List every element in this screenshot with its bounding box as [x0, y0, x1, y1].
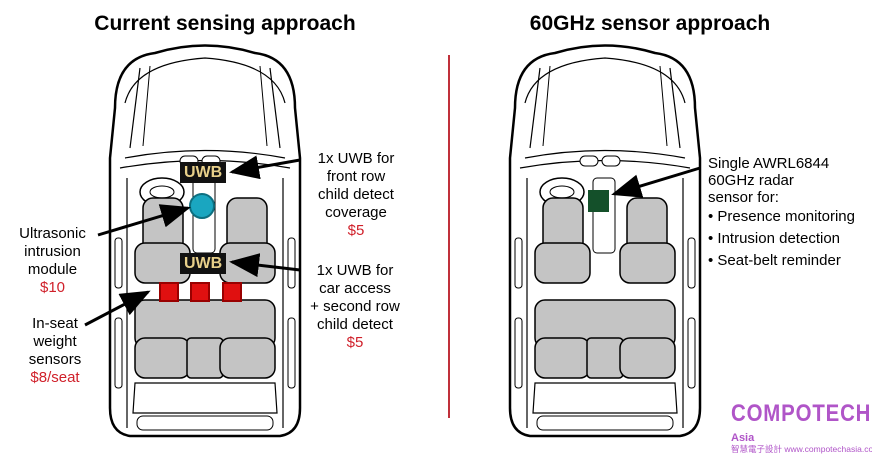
weight-sensor-icon [159, 282, 179, 302]
weight-sensor-icon [190, 282, 210, 302]
compotech-watermark: COMPOTECHAsia 智慧電子設計 www.compotechasia.c… [731, 400, 872, 454]
callout-uwb-rear: 1x UWB for car access + second row child… [290, 262, 420, 352]
callout-ultrasonic: Ultrasonic intrusion module $10 [10, 225, 95, 297]
arrow-ultrasonic [97, 204, 191, 237]
price-weight-sensors: $8/seat [30, 369, 80, 386]
price-uwb-rear: $5 [346, 334, 364, 351]
arrow-uwb-rear [229, 253, 301, 278]
arrow-weight-sensors [84, 290, 151, 327]
feature-item: • Seat-belt reminder [708, 252, 841, 269]
price-ultrasonic: $10 [39, 279, 66, 296]
radar-callout: Single AWRL6844 60GHz radar sensor for: … [708, 155, 855, 272]
current-approach-title: Current sensing approach [94, 12, 356, 35]
ultrasonic-sensor-icon [189, 193, 215, 219]
callout-uwb-front: 1x UWB for front row child detect covera… [296, 150, 416, 240]
price-uwb-front: $5 [347, 222, 365, 239]
radar-sensor-icon [588, 190, 609, 212]
arrow-uwb-front [229, 155, 301, 180]
uwb-badge-rear: UWB [180, 253, 227, 274]
car-diagrams [84, 44, 702, 438]
feature-item: • Intrusion detection [708, 230, 840, 247]
feature-item: • Presence monitoring [708, 208, 855, 225]
arrow-radar [611, 166, 701, 198]
uwb-badge-front: UWB [180, 162, 227, 183]
radar-approach-title: 60GHz sensor approach [529, 12, 771, 35]
car-right [508, 44, 702, 438]
callout-weight-sensors: In-seat weight sensors $8/seat [15, 315, 95, 387]
car-left [108, 44, 302, 438]
weight-sensor-icon [222, 282, 242, 302]
panel-divider [448, 55, 450, 418]
